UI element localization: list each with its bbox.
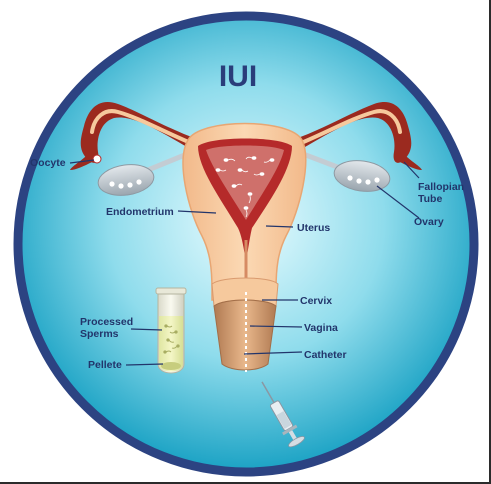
diagram-title: IUI	[219, 60, 257, 93]
left-fallopian-tube	[70, 102, 200, 170]
right-fallopian-tube	[292, 102, 422, 170]
leader-lines	[69, 159, 420, 366]
label-uterus: Uterus	[297, 222, 330, 234]
label-oocyte: Oocyte	[30, 157, 66, 169]
label-pellete: Pellete	[88, 359, 122, 371]
label-catheter: Catheter	[304, 349, 347, 361]
frame-border-right	[489, 0, 491, 484]
label-fallopian-tube-line2: Tube	[418, 193, 442, 205]
label-fallopian-tube-line1: Fallopian	[418, 181, 464, 193]
label-endometrium: Endometrium	[106, 206, 174, 218]
test-tube	[155, 287, 187, 374]
oocyte-cell	[92, 154, 102, 164]
right-ovary	[297, 149, 391, 192]
label-cervix: Cervix	[300, 295, 332, 307]
frame-border-bottom	[0, 482, 491, 484]
label-processed-sperms-line2: Sperms	[80, 328, 119, 340]
label-ovary: Ovary	[414, 216, 444, 228]
sperm-cells-uterus	[215, 156, 275, 218]
label-processed-sperms-line1: Processed	[80, 316, 133, 328]
syringe	[261, 381, 305, 448]
label-vagina: Vagina	[304, 322, 338, 334]
